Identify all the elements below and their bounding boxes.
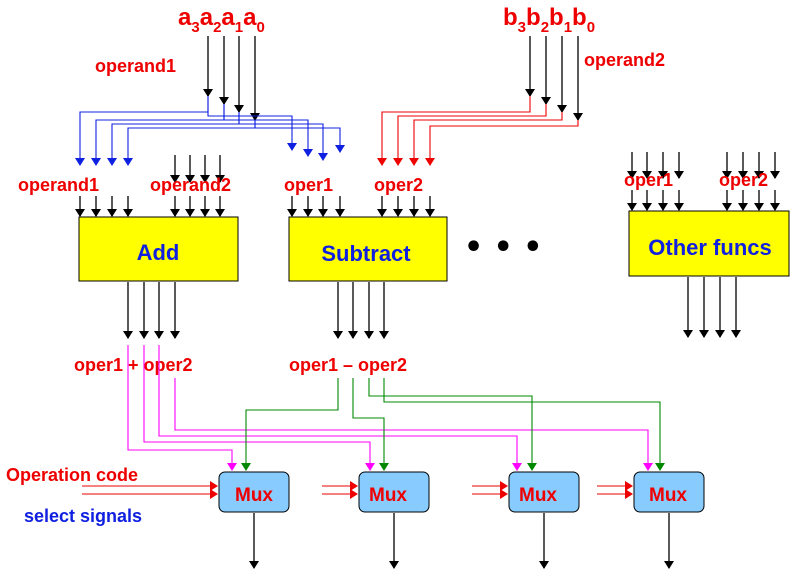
other-funcs-box: [628, 210, 790, 277]
add-in2-label: operand2: [150, 175, 231, 195]
add-result-magenta-wires: [127, 345, 653, 471]
add-box: [78, 216, 239, 282]
subtract-box: [288, 216, 448, 282]
subtract-output-label: oper1 – oper2: [289, 355, 407, 375]
add-unit: operand1 operand2 Add oper1 + oper2: [18, 155, 239, 375]
operand1-blue-wires: [75, 96, 345, 166]
mux-box: [508, 471, 580, 513]
select-signals-label: select signals: [24, 506, 142, 526]
other-funcs-box-label: Other funcs: [648, 235, 771, 260]
operand2-label: operand2: [584, 50, 665, 70]
select-red-wires: [82, 481, 633, 499]
mux-box: [218, 471, 290, 513]
sub-in1-label: oper1: [284, 175, 333, 195]
other-funcs-unit: oper1 oper2 Other funcs: [624, 152, 790, 338]
a-bits-label: a3a2a1a0: [178, 4, 265, 36]
sub-in2-label: oper2: [374, 175, 423, 195]
subtract-unit: oper1 oper2 Subtract oper1 – oper2: [284, 175, 448, 375]
add-output-label: oper1 + oper2: [74, 355, 193, 375]
operand1-label: operand1: [95, 56, 176, 76]
operation-code-label: Operation code: [6, 465, 138, 485]
mux-label: Mux: [235, 485, 273, 506]
mux-box: [633, 471, 705, 513]
subtract-result-green-wires: [241, 378, 665, 471]
mux-1: Mux: [218, 471, 290, 569]
add-box-label: Add: [137, 240, 180, 265]
mux-box: [358, 471, 430, 513]
ellipsis-dots: • • •: [464, 230, 542, 265]
add-in1-label: operand1: [18, 175, 99, 195]
mux-4: Mux: [633, 471, 705, 569]
mux-label: Mux: [649, 485, 687, 506]
mux-label: Mux: [369, 485, 407, 506]
mux-2: Mux: [358, 471, 430, 569]
subtract-box-label: Subtract: [321, 241, 411, 266]
b-input-wires: [525, 36, 583, 121]
operand2-red-wires: [377, 96, 579, 166]
mux-3: Mux: [508, 471, 580, 569]
other-in1-label: oper1: [624, 170, 673, 190]
a-input-wires: [203, 36, 260, 121]
other-in2-label: oper2: [719, 170, 768, 190]
b-bits-label: b3b2b1b0: [503, 4, 595, 36]
mux-label: Mux: [519, 485, 557, 506]
